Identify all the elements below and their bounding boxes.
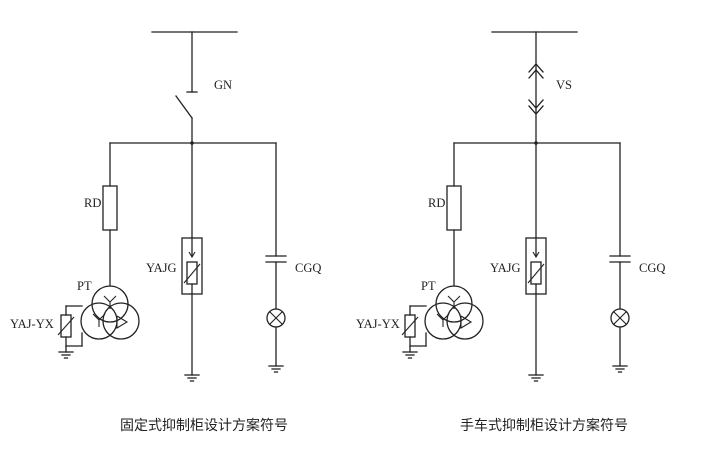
- fuse-icon: [102, 185, 118, 231]
- handcart-breaker-icon: [528, 63, 544, 115]
- surge-arrester-icon: [525, 237, 547, 295]
- diagram-caption: 手车式抑制柜设计方案符号: [460, 417, 628, 434]
- ground-icon: [58, 345, 74, 359]
- fuse-label: RD: [84, 196, 101, 210]
- resistor-label: YAJ-YX: [10, 317, 54, 331]
- capacitor-label: CGQ: [295, 261, 321, 275]
- resistor-label: YAJ-YX: [356, 317, 400, 331]
- potential-transformer-icon: [80, 285, 140, 340]
- switch-label: GN: [214, 78, 232, 92]
- transformer-label: PT: [77, 279, 92, 293]
- fuse-icon: [446, 185, 462, 231]
- surge-arrester-icon: [181, 237, 203, 295]
- damping-resistor-icon: [401, 305, 427, 347]
- fuse-label: RD: [428, 196, 445, 210]
- ground-icon: [268, 365, 284, 373]
- potential-transformer-icon: [424, 285, 484, 340]
- ground-icon: [612, 365, 628, 373]
- ground-icon: [528, 374, 544, 382]
- capacitor-label: CGQ: [639, 261, 665, 275]
- breaker-label: VS: [556, 78, 572, 92]
- indicator-lamp-icon: [266, 308, 286, 328]
- ground-icon: [184, 374, 200, 382]
- capacitor-icon: [265, 255, 287, 263]
- fixed-type-diagram: GN RD PT: [10, 31, 321, 434]
- transformer-label: PT: [421, 279, 436, 293]
- disconnect-switch-icon: [175, 91, 198, 144]
- arrester-label: YAJG: [490, 261, 521, 275]
- ground-icon: [402, 345, 418, 359]
- handcart-type-diagram: VS RD PT: [356, 31, 665, 434]
- diagram-caption: 固定式抑制柜设计方案符号: [120, 417, 288, 434]
- arrester-label: YAJG: [146, 261, 177, 275]
- damping-resistor-icon: [57, 305, 83, 347]
- capacitor-icon: [609, 255, 631, 263]
- indicator-lamp-icon: [610, 308, 630, 328]
